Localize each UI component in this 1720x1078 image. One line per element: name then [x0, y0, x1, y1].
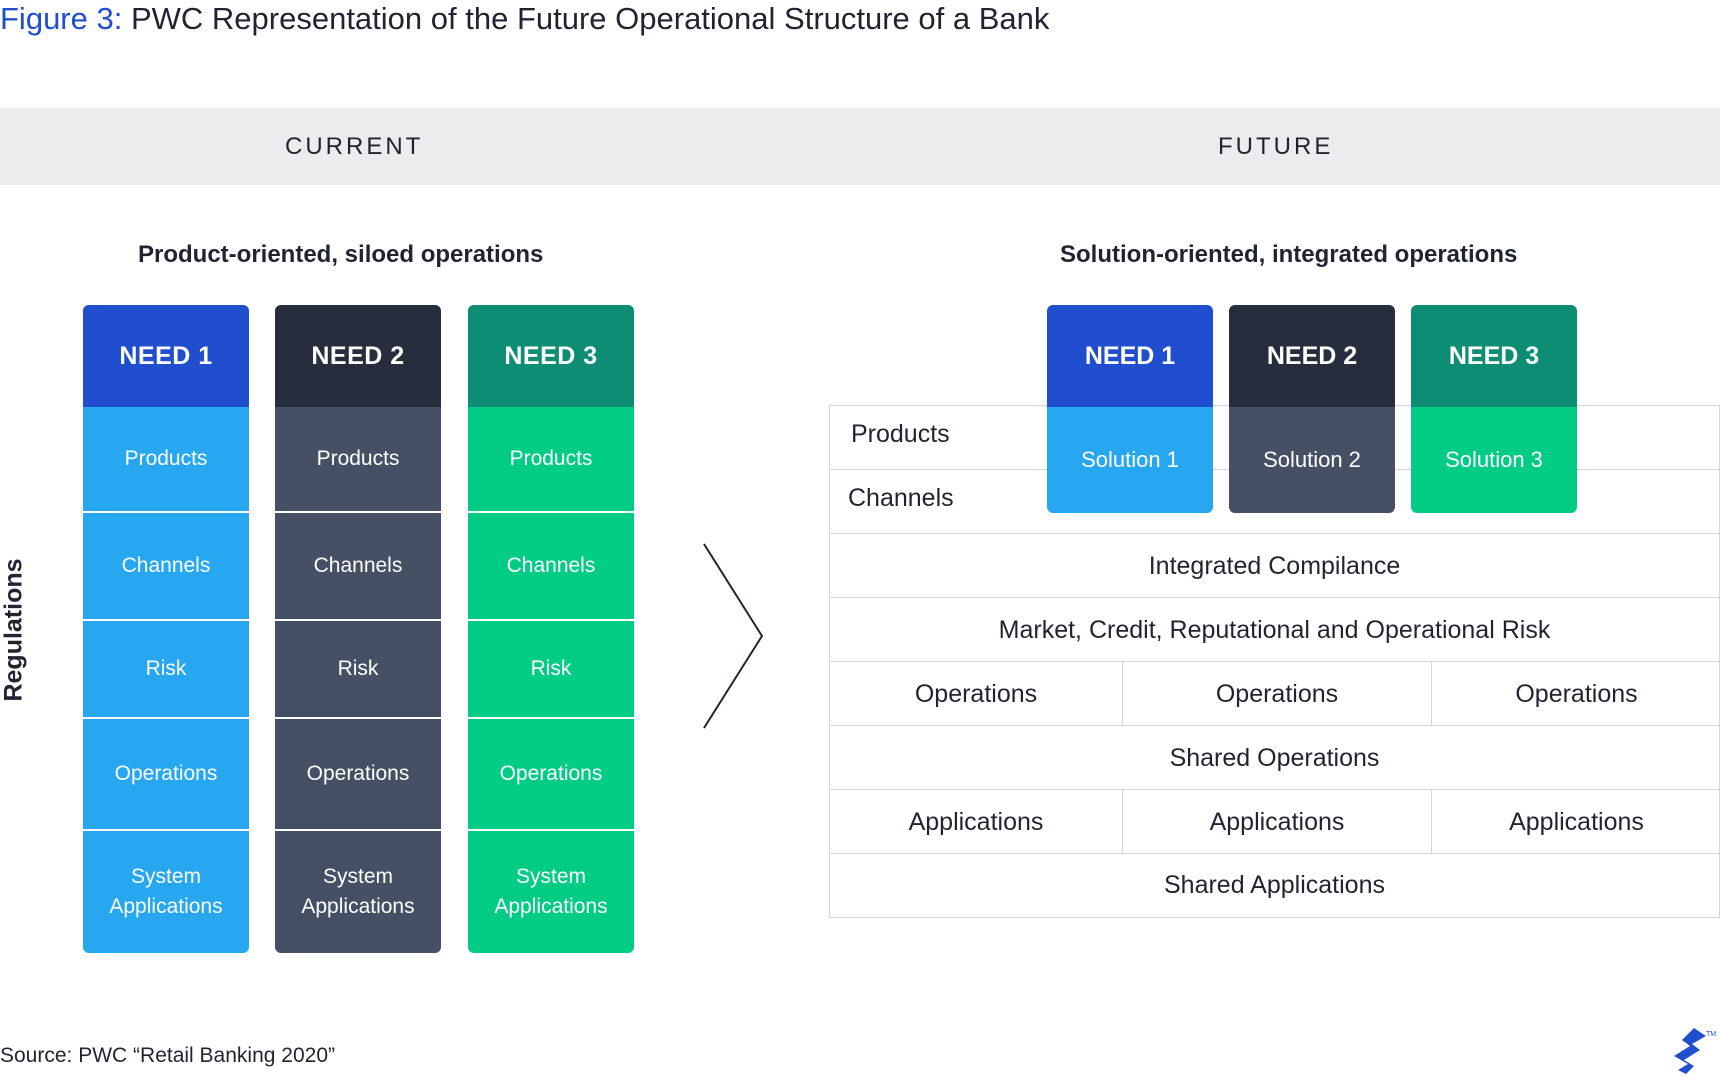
solution-cell: Solution 2 [1229, 407, 1395, 513]
future-need-3: NEED 3 Solution 3 [1411, 305, 1577, 513]
operations-cell: Operations [468, 717, 634, 829]
column-divider [1122, 662, 1123, 726]
operations-cell: Operations [275, 717, 441, 829]
integrated-compliance-label: Integrated Compilance [1148, 551, 1401, 580]
applications-cell: Applications [1509, 807, 1644, 836]
chevron-right-icon [703, 543, 764, 729]
integrated-compliance-row: Integrated Compilance [829, 533, 1720, 598]
source-note: Source: PWC “Retail Banking 2020” [0, 1044, 335, 1067]
header-band: CURRENT FUTURE [0, 108, 1720, 185]
products-cell: Products [509, 447, 593, 470]
svg-text:TM: TM [1706, 1031, 1716, 1038]
applications-cell: Applications [908, 807, 1044, 836]
operations-cell: Operations [1215, 679, 1339, 708]
current-column-need-1: NEED 1 Products Channels Risk Operations… [83, 305, 249, 953]
channels-cell: Channels [83, 511, 249, 619]
figure-title-text: PWC Representation of the Future Operati… [130, 1, 1050, 36]
future-label: FUTURE [1218, 133, 1334, 160]
need-header: NEED 3 [468, 305, 634, 407]
operations-cell: Operations [914, 679, 1038, 708]
toptal-logo-icon: TM [1674, 1028, 1716, 1074]
solution-cell: Solution 1 [1047, 407, 1213, 513]
shared-applications-row: Shared Applications [829, 853, 1720, 918]
operations-row: Operations Operations Operations [829, 661, 1720, 726]
figure-number: Figure 3: [0, 1, 123, 36]
need-header: NEED 1 [1047, 305, 1213, 407]
column-divider [1431, 790, 1432, 854]
shared-applications-label: Shared Applications [1164, 871, 1385, 899]
applications-row: Applications Applications Applications [829, 789, 1720, 854]
future-subtitle: Solution-oriented, integrated operations [1060, 241, 1518, 268]
current-subtitle: Product-oriented, siloed operations [138, 241, 544, 268]
operations-cell: Operations [83, 717, 249, 829]
products-cell: Products [316, 447, 400, 470]
system-applications-cell: System Applications [83, 829, 249, 953]
regulations-label: Regulations [0, 558, 28, 702]
column-divider [1122, 790, 1123, 854]
current-column-need-3: NEED 3 Products Channels Risk Operations… [468, 305, 634, 953]
need-header: NEED 2 [275, 305, 441, 407]
system-applications-cell: System Applications [275, 829, 441, 953]
figure-title: Figure 3: PWC Representation of the Futu… [0, 0, 1049, 38]
risk-cell: Risk [468, 619, 634, 717]
operations-cell: Operations [1515, 679, 1638, 708]
channels-cell: Channels [468, 511, 634, 619]
applications-cell: Applications [1209, 807, 1345, 836]
system-applications-cell: System Applications [468, 829, 634, 953]
risk-cell: Risk [83, 619, 249, 717]
channels-cell: Channels [275, 511, 441, 619]
need-header: NEED 1 [83, 305, 249, 407]
products-row-label: Products [851, 420, 950, 448]
future-need-2: NEED 2 Solution 2 [1229, 305, 1395, 513]
need-header: NEED 3 [1411, 305, 1577, 407]
channels-row-label: Channels [848, 484, 954, 512]
future-need-1: NEED 1 Solution 1 [1047, 305, 1213, 513]
risk-label: Market, Credit, Reputational and Operati… [998, 615, 1551, 644]
risk-row: Market, Credit, Reputational and Operati… [829, 597, 1720, 662]
current-label: CURRENT [285, 133, 424, 160]
current-column-need-2: NEED 2 Products Channels Risk Operations… [275, 305, 441, 953]
risk-cell: Risk [275, 619, 441, 717]
shared-operations-label: Shared Operations [1169, 743, 1380, 772]
solution-cell: Solution 3 [1411, 407, 1577, 513]
products-cell: Products [124, 447, 208, 470]
column-divider [1431, 662, 1432, 726]
shared-operations-row: Shared Operations [829, 725, 1720, 790]
need-header: NEED 2 [1229, 305, 1395, 407]
